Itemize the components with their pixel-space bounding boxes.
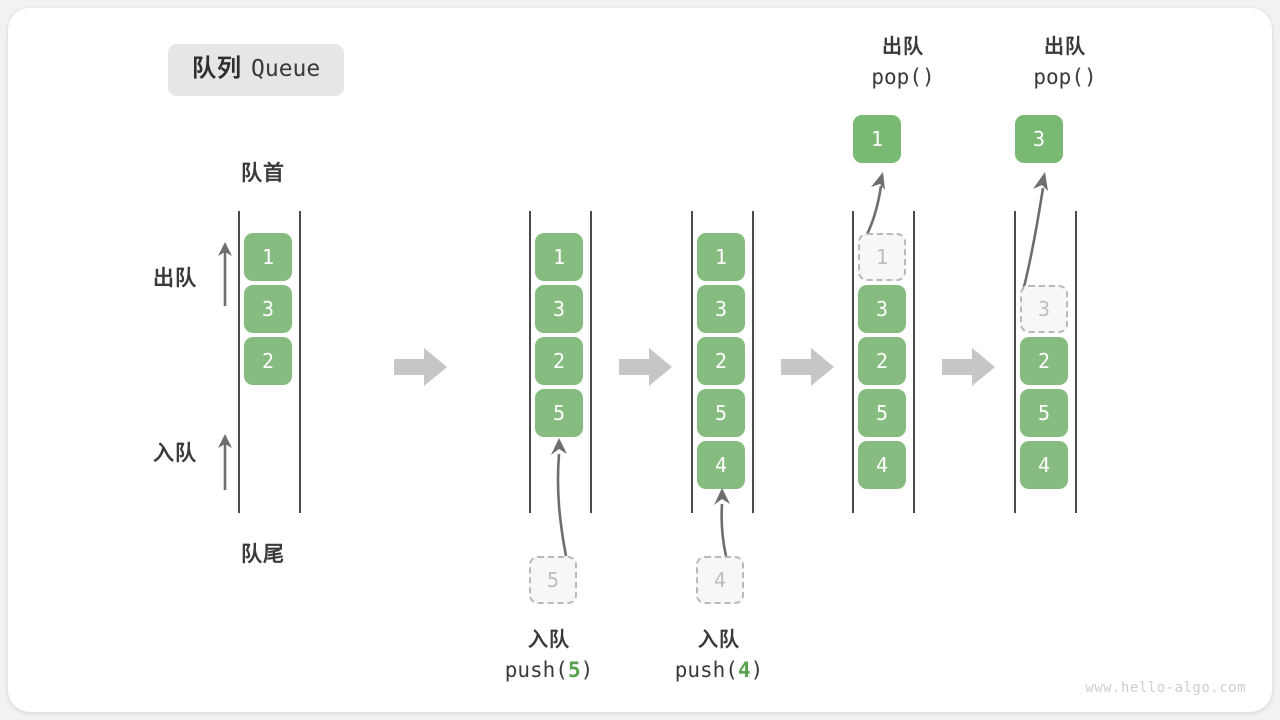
rail-right-col3 — [752, 211, 754, 513]
rail-left-col5 — [1014, 211, 1016, 513]
step-arrow-icon — [394, 346, 448, 388]
pop2-label-cn: 出队 — [1044, 36, 1086, 58]
queue-cell: 5 — [535, 389, 583, 437]
front-label: 队首 — [241, 162, 285, 185]
watermark: www.hello-algo.com — [1085, 680, 1246, 696]
queue-cell: 3 — [535, 285, 583, 333]
pop2-label-code: pop() — [1033, 65, 1097, 89]
queue-cell: 2 — [1020, 337, 1068, 385]
title-cn: 队列 — [192, 55, 242, 82]
pop-curve-arrow-icon — [1004, 172, 1064, 297]
diagram-title: 队列 Queue — [168, 44, 345, 96]
enqueue-label: 入队 — [153, 442, 197, 465]
pop1-label: 出队 pop() — [828, 33, 978, 92]
push5-label-code: push(5) — [504, 658, 594, 682]
step-arrow-icon — [619, 346, 673, 388]
queue-cell: 1 — [697, 233, 745, 281]
push-curve-arrow-icon — [702, 482, 748, 558]
queue-cell: 2 — [244, 337, 292, 385]
popped-cell: 3 — [1015, 115, 1063, 163]
push4-label-code: push(4) — [674, 658, 764, 682]
pop1-label-cn: 出队 — [882, 36, 924, 58]
queue-cell: 2 — [535, 337, 583, 385]
rail-left-col2 — [529, 211, 531, 513]
rear-label: 队尾 — [241, 543, 285, 566]
diagram-card: 队列 Queue 队首 队尾 出队 入队 1 3 2 — [8, 8, 1272, 712]
ghost-cell: 1 — [858, 233, 906, 281]
step-arrow-icon — [942, 346, 996, 388]
popped-cell: 1 — [853, 115, 901, 163]
queue-cell: 3 — [244, 285, 292, 333]
ghost-cell: 5 — [529, 556, 577, 604]
queue-cell: 5 — [858, 389, 906, 437]
dequeue-arrow-icon — [213, 240, 237, 308]
pop2-label: 出队 pop() — [990, 33, 1140, 92]
queue-cell: 2 — [858, 337, 906, 385]
rail-left-col4 — [852, 211, 854, 513]
queue-cell: 5 — [697, 389, 745, 437]
rail-right-col2 — [590, 211, 592, 513]
ghost-cell: 3 — [1020, 285, 1068, 333]
queue-cell: 4 — [1020, 441, 1068, 489]
rail-left-col3 — [691, 211, 693, 513]
enqueue-arrow-icon — [213, 432, 237, 492]
ghost-cell: 4 — [696, 556, 744, 604]
rail-right-col5 — [1075, 211, 1077, 513]
push4-label: 入队 push(4) — [644, 626, 794, 685]
rail-right-col4 — [913, 211, 915, 513]
push5-label-cn: 入队 — [528, 629, 570, 651]
rail-left-col1 — [238, 211, 240, 513]
queue-cell: 5 — [1020, 389, 1068, 437]
step-arrow-icon — [781, 346, 835, 388]
push5-label: 入队 push(5) — [474, 626, 624, 685]
queue-cell: 1 — [535, 233, 583, 281]
queue-cell: 4 — [697, 441, 745, 489]
push-curve-arrow-icon — [538, 428, 588, 558]
queue-cell: 3 — [697, 285, 745, 333]
dequeue-label: 出队 — [153, 267, 197, 290]
push4-label-cn: 入队 — [698, 629, 740, 651]
queue-cell: 4 — [858, 441, 906, 489]
queue-cell: 1 — [244, 233, 292, 281]
rail-right-col1 — [299, 211, 301, 513]
title-en: Queue — [251, 55, 321, 82]
pop1-label-code: pop() — [871, 65, 935, 89]
diagram-stage: 队列 Queue 队首 队尾 出队 入队 1 3 2 — [8, 8, 1272, 712]
queue-cell: 3 — [858, 285, 906, 333]
queue-cell: 2 — [697, 337, 745, 385]
